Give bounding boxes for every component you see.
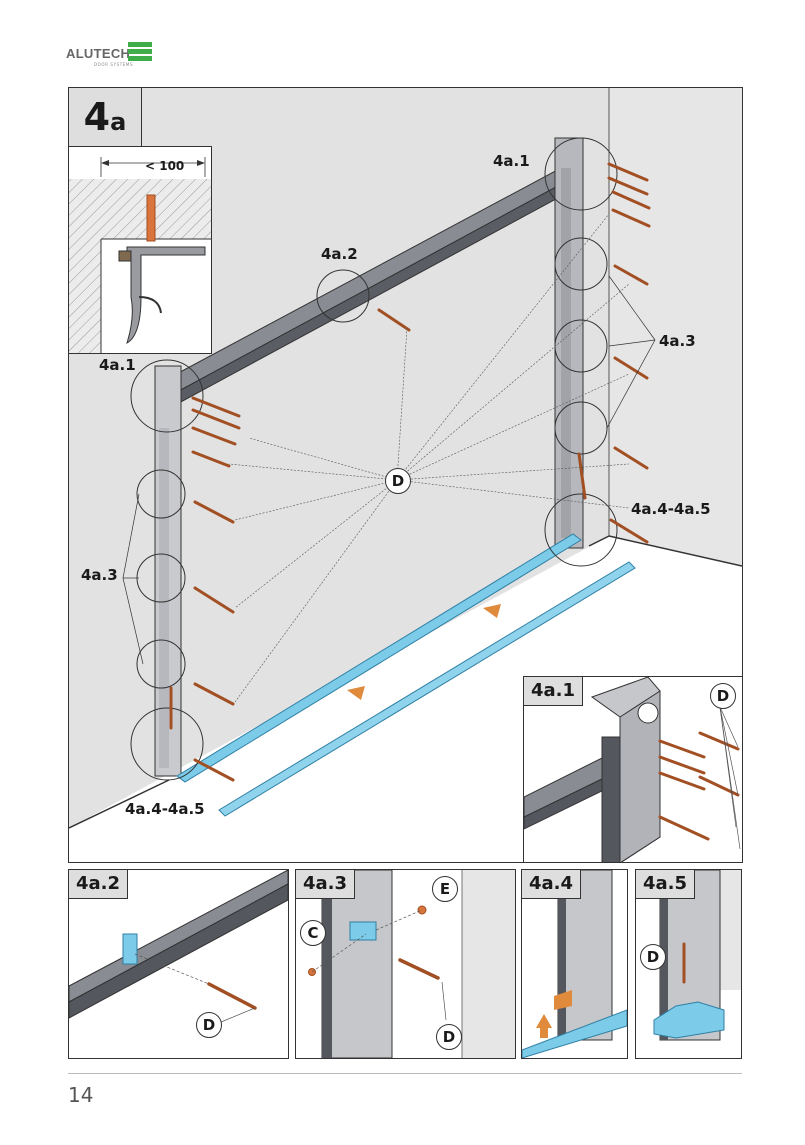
detail-4a3-title: 4a.3 [296,870,356,899]
callout-d-4a2: D [196,1012,222,1038]
detail-4a1-title: 4a.1 [524,677,584,706]
callout-c-4a3: C [300,920,326,946]
detail-4a5-panel: 4a.5 D [635,869,742,1059]
page-number: 14 [68,1083,94,1107]
callout-e-4a3: E [432,876,458,902]
main-figure-panel: 4a < 100 4a.1 4a.1 4a [68,87,743,863]
step-number: 4 [83,95,111,139]
label-4a2: 4a.2 [321,245,358,263]
detail-4a4-panel: 4a.4 [521,869,628,1059]
label-4a4-4a5-right: 4a.4-4a.5 [631,500,711,518]
footer-divider [68,1073,742,1074]
detail-4a3-drawing [308,870,515,1058]
callout-d-4a3: D [436,1024,462,1050]
detail-4a2-panel: 4a.2 D [68,869,289,1059]
detail-4a5-title: 4a.5 [636,870,696,899]
detail-4a1-inset: 4a.1 D [523,676,742,862]
profile-section-drawing [69,157,211,353]
detail-4a2-title: 4a.2 [69,870,129,899]
detail-4a3-panel: 4a.3 C E D [295,869,516,1059]
brand-subtitle: DOOR SYSTEMS [94,62,134,67]
callout-d-4a5: D [640,944,666,970]
callout-d-4a1: D [710,683,736,709]
detail-4a2-drawing [69,870,288,1023]
brand-mark-icon [128,42,152,62]
detail-4a5-drawing [653,870,741,1041]
detail-4a4-title: 4a.4 [522,870,582,899]
section-inset: < 100 [69,146,212,354]
detail-4a1-drawing [524,677,741,862]
inset-dimension: < 100 [145,159,185,173]
label-4a3-right: 4a.3 [659,332,696,350]
label-4a1-left: 4a.1 [99,356,136,374]
callout-d-main: D [385,468,411,494]
brand-name: ALUTECH [66,46,131,61]
label-4a4-4a5-left: 4a.4-4a.5 [125,800,205,818]
label-4a1-right: 4a.1 [493,152,530,170]
label-4a3-left: 4a.3 [81,566,118,584]
step-tag: 4a [69,88,142,147]
step-suffix: a [110,108,127,136]
